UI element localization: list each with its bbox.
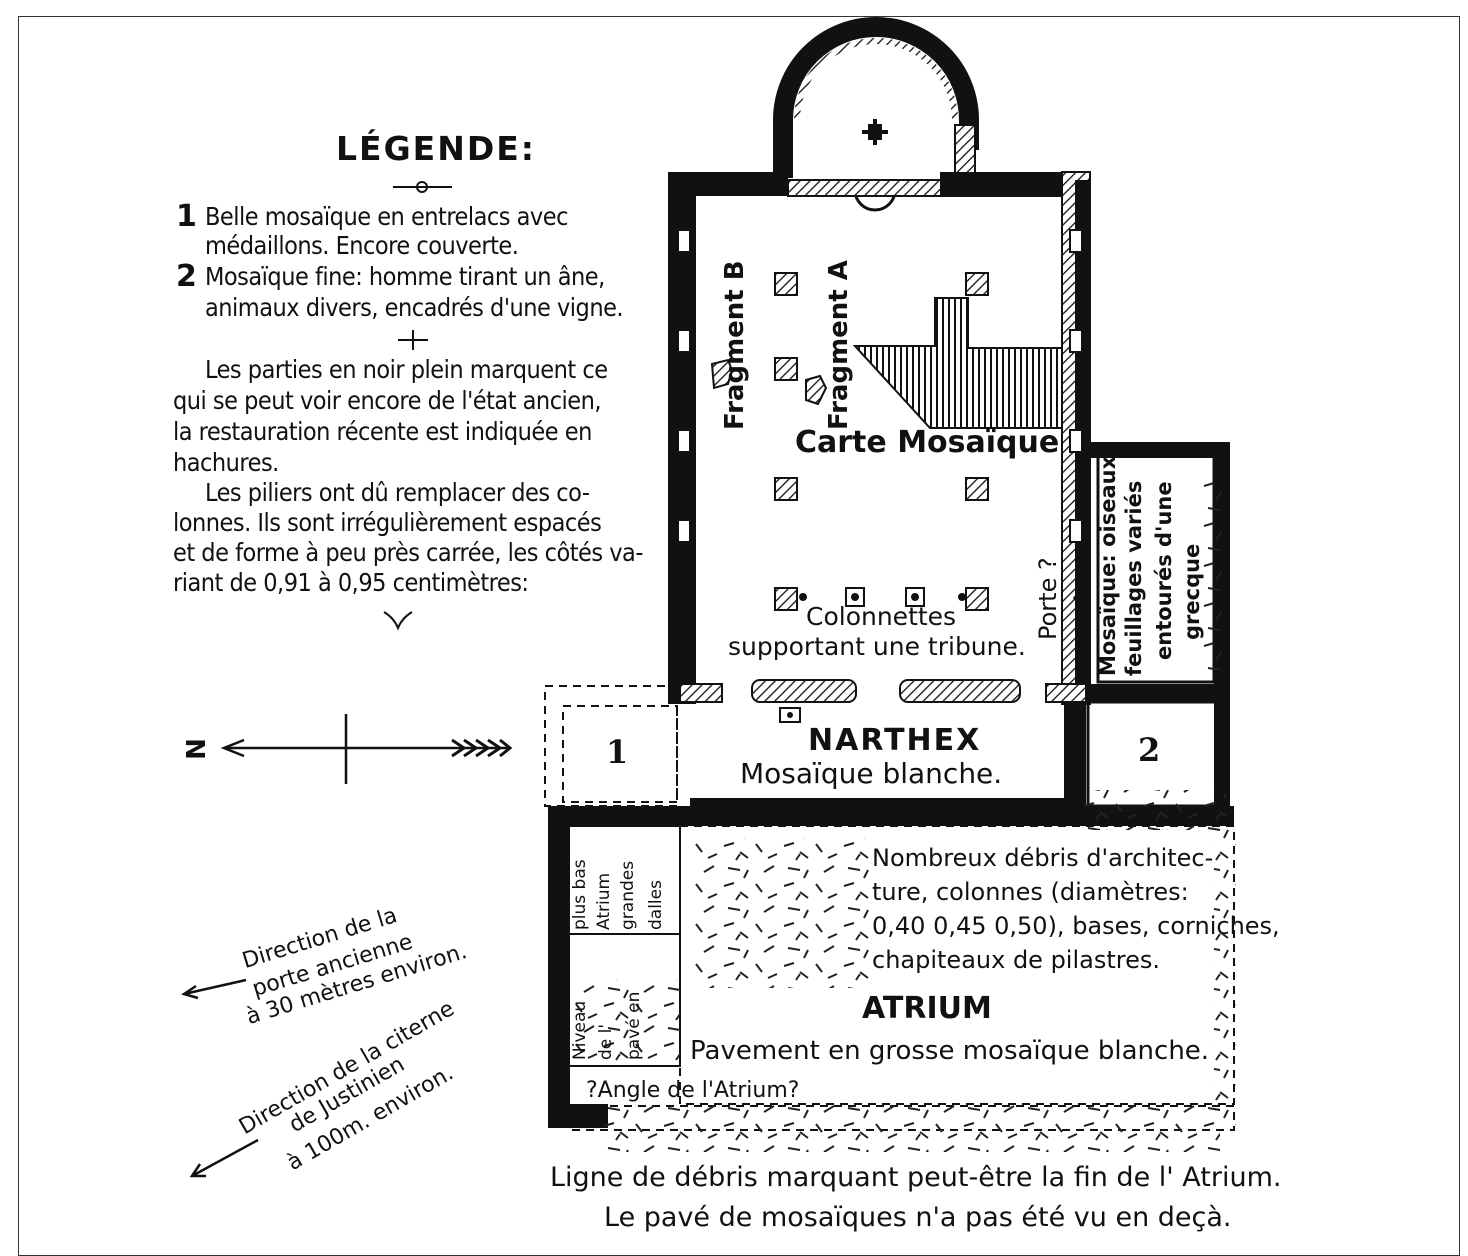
legend-para-2-line-3: et de forme à peu près carrée, les côtés… xyxy=(173,538,643,567)
room-1-number: 1 xyxy=(606,733,629,771)
fragment-a-label: Fragment A xyxy=(824,260,854,430)
legend-title: LÉGENDE: xyxy=(336,129,536,168)
direction-arrows xyxy=(181,978,259,1178)
legend-item-1-number: 1 xyxy=(176,199,197,234)
porte-label: Porte ? xyxy=(1034,557,1062,640)
apse xyxy=(773,17,979,212)
atrium-debris-line-4: chapiteaux de pilastres. xyxy=(872,946,1160,974)
colonnettes-bases xyxy=(799,587,966,607)
legend-para-2-line-1: Les piliers ont dû remplacer des co- xyxy=(205,478,590,507)
room-1-outline xyxy=(544,685,678,807)
debris-line-caption-1: Ligne de débris marquant peut-être la fi… xyxy=(550,1162,1282,1193)
narthex-walls xyxy=(690,702,1086,808)
atrium-debris-line-1: Nombreux débris d'architec- xyxy=(872,844,1214,872)
cross-symbol xyxy=(862,119,888,145)
carte-mosaique-area xyxy=(852,297,1063,429)
atrium-angle-label: ?Angle de l'Atrium? xyxy=(586,1078,800,1103)
colonnettes-label: Colonnettes xyxy=(806,602,957,631)
side-note-5: Niveau xyxy=(570,1000,590,1060)
atrium-walls xyxy=(548,790,1236,1152)
side-note-7: pavé en xyxy=(624,991,644,1060)
porte-question-mark: ? xyxy=(1072,592,1084,616)
side-note-6: de l' xyxy=(596,1023,616,1060)
north-arrow xyxy=(220,714,513,784)
legend-ornaments xyxy=(383,181,452,631)
fragment-b-label: Fragment B xyxy=(720,260,750,430)
legend-item-2-number: 2 xyxy=(176,259,197,294)
legend-para-1-line-1: Les parties en noir plein marquent ce xyxy=(205,355,608,384)
narthex-label: NARTHEX xyxy=(808,723,982,758)
legend-item-2-line-2: animaux divers, encadrés d'une vigne. xyxy=(205,293,624,322)
side-note-3: grandes xyxy=(618,860,638,930)
carte-mosaique-label: Carte Mosaïque xyxy=(795,425,1060,460)
debris-line-caption-2: Le pavé de mosaïques n'a pas été vu en d… xyxy=(604,1202,1232,1233)
legend-para-2-line-2: lonnes. Ils sont irrégulièrement espacés xyxy=(173,508,602,537)
legend-para-2-line-4: riant de 0,91 à 0,95 centimètres: xyxy=(173,568,529,597)
nave-walls xyxy=(668,171,1091,705)
atrium-debris-line-2: ture, colonnes (diamètres: xyxy=(872,878,1189,906)
atrium-pavement-label: Pavement en grosse mosaïque blanche. xyxy=(690,1036,1210,1066)
side-mosaique-line-4: grecque xyxy=(1180,543,1204,640)
legend-item-2-line-1: Mosaïque fine: homme tirant un âne, xyxy=(205,262,605,291)
side-mosaique-line-2: feuillages variés xyxy=(1122,480,1146,676)
colonnettes-label-2: supportant une tribune. xyxy=(728,632,1026,661)
atrium-debris-line-3: 0,40 0,45 0,50), bases, corniches, xyxy=(872,912,1280,940)
side-mosaique-line-1: Mosaïque: oiseaux xyxy=(1096,455,1120,676)
legend-para-1-line-2: qui se peut voir encore de l'état ancien… xyxy=(173,386,602,415)
side-note-1: plus bas xyxy=(570,859,590,930)
room-2-number: 2 xyxy=(1138,731,1161,769)
side-mosaique-line-3: entourés d'une xyxy=(1152,481,1176,660)
north-label: N xyxy=(181,738,212,760)
atrium-label: ATRIUM xyxy=(862,991,992,1026)
side-note-2: Atrium xyxy=(594,872,614,930)
nave-front-wall xyxy=(679,679,1087,723)
legend-para-1-line-4: hachures. xyxy=(173,448,279,477)
side-note-4: dalles xyxy=(646,880,666,930)
legend-item-1-line-1: Belle mosaïque en entrelacs avec xyxy=(205,202,568,231)
legend-para-1-line-3: la restauration récente est indiquée en xyxy=(173,417,592,446)
narthex-sub-label: Mosaïque blanche. xyxy=(740,757,1003,790)
legend-item-1-line-2: médaillons. Encore couverte. xyxy=(205,231,519,260)
fragments xyxy=(710,358,828,406)
